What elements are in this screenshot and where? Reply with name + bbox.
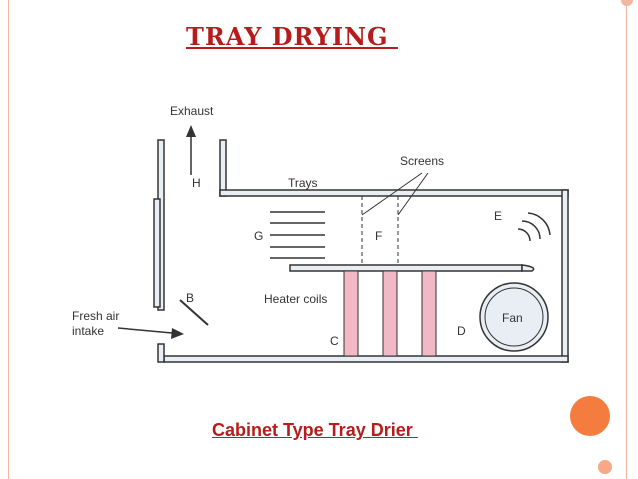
heater-coil-1 <box>343 270 359 357</box>
label-fresh-air-line2: intake <box>72 324 104 338</box>
slide-frame-left <box>8 0 9 479</box>
label-c: C <box>330 334 339 348</box>
tray-drier-diagram: Exhaust Screens Trays H G F E B Heater c… <box>72 104 569 363</box>
heater-coil-2 <box>382 270 398 357</box>
damper-b <box>179 299 209 326</box>
bottom-lip <box>157 343 165 363</box>
decorative-dot-small <box>598 460 612 474</box>
intake-arrow-shaft <box>117 327 173 334</box>
airflow-arc-3 <box>517 228 531 242</box>
label-f: F <box>375 229 382 243</box>
label-fresh-air-line1: Fresh air <box>72 309 119 323</box>
label-exhaust: Exhaust <box>170 104 214 118</box>
fan-icon <box>479 282 549 352</box>
slide-frame-right <box>626 0 627 479</box>
baffle-curve <box>521 264 535 272</box>
exhaust-arrow-icon <box>186 125 196 137</box>
exhaust-duct-wall-right <box>219 139 227 197</box>
label-b: B <box>186 291 194 305</box>
label-screens: Screens <box>400 154 444 168</box>
internal-baffle <box>289 264 523 272</box>
right-wall <box>561 189 569 363</box>
label-fan: Fan <box>502 311 523 325</box>
label-trays: Trays <box>288 176 318 190</box>
fan-inner-ring <box>484 287 544 347</box>
decorative-dot-top <box>621 0 633 6</box>
airflow-arc-2 <box>521 220 541 240</box>
heater-coil-3 <box>421 270 437 357</box>
slide-title: TRAY DRYING <box>186 22 398 51</box>
intake-arrow-icon <box>171 328 184 339</box>
diagram-caption: Cabinet Type Tray Drier <box>212 420 418 440</box>
label-h: H <box>192 176 201 190</box>
screens-pointer-1 <box>361 172 423 216</box>
bottom-wall <box>163 355 569 363</box>
label-e: E <box>494 209 502 223</box>
label-heater-coils: Heater coils <box>264 292 327 306</box>
label-g: G <box>254 229 263 243</box>
airflow-arc-1 <box>527 212 551 236</box>
left-outer-wall <box>153 198 161 308</box>
label-d: D <box>457 324 466 338</box>
screens-pointer-2 <box>397 172 429 216</box>
decorative-dot-orange <box>570 396 610 436</box>
